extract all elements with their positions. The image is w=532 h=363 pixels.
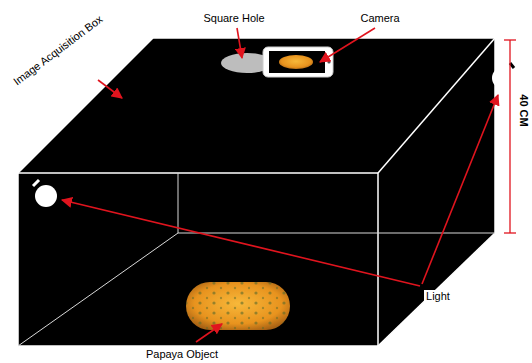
phone-screen <box>269 51 325 73</box>
part-label: Light <box>424 290 452 303</box>
papaya-preview <box>279 55 313 69</box>
light-right <box>492 63 514 89</box>
inner-edges <box>18 173 495 346</box>
part-label: Square Hole <box>201 12 266 25</box>
light-left <box>33 180 57 207</box>
part-label: Camera <box>358 12 401 25</box>
leader-arrows <box>62 28 498 342</box>
phone-lens <box>327 60 330 63</box>
papaya <box>186 282 290 330</box>
dimension-label: 40 CM <box>517 92 530 128</box>
part-label: Papaya Object <box>144 348 220 361</box>
box-body <box>18 38 495 346</box>
part-label: Image Acquisition Box <box>9 11 106 89</box>
box-edges <box>18 38 495 346</box>
dimension-bracket <box>504 40 516 233</box>
phone-camera <box>263 47 333 77</box>
